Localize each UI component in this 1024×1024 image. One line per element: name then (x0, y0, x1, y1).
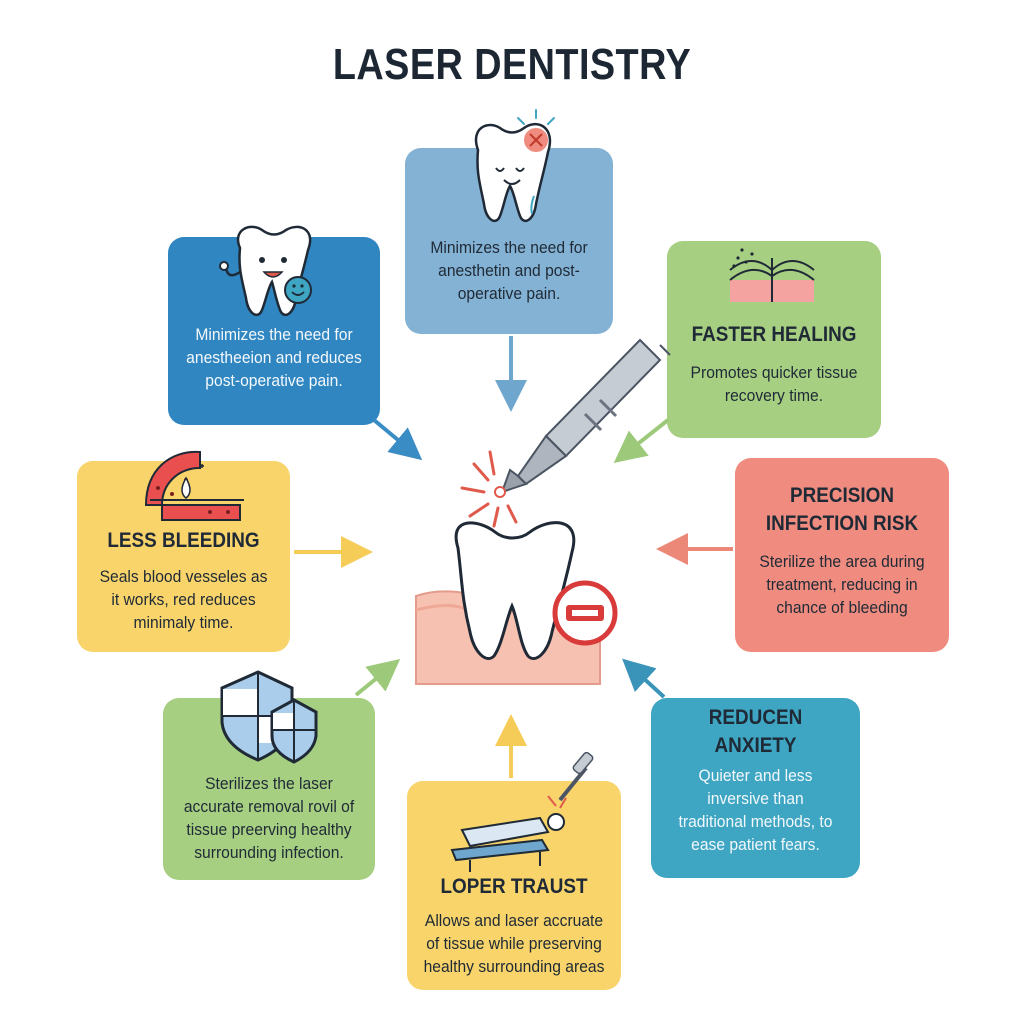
sensitive-tooth-icon (474, 109, 555, 223)
card-loper-heading: LOPER TRAUST (440, 875, 588, 898)
page-title: LASER DENTISTRY (332, 40, 692, 89)
arrow-top-left (372, 418, 423, 461)
card-loper-traust: LOPER TRAUST Allows and laser accruate o… (407, 781, 621, 990)
laser-handpiece-icon (460, 338, 671, 528)
card-precision-heading: PRECISION INFECTION RISK (765, 484, 919, 535)
card-less-bleeding-body: Seals blood vesseles as it works, red re… (99, 567, 268, 632)
card-faster-healing-heading: FASTER HEALING (691, 323, 857, 346)
no-entry-icon (552, 580, 618, 646)
arrow-bottom-left (354, 658, 401, 697)
tissue-healing-icon (729, 248, 815, 302)
arrow-bottom-right (622, 658, 666, 699)
card-faster-healing-body: Promotes quicker tissue recovery time. (690, 363, 858, 405)
card-reduce-anxiety: REDUCEN ANXIETY Quieter and less inversi… (651, 698, 860, 878)
card-less-bleeding-heading: LESS BLEEDING (107, 529, 260, 552)
happy-tooth-icon (219, 225, 312, 317)
card-precision-infection: PRECISION INFECTION RISK Sterilize the a… (735, 458, 949, 652)
patient-chair-icon (450, 751, 594, 872)
arrow-top-right (613, 418, 670, 463)
card-precision-body: Sterilize the area during treatment, red… (759, 552, 925, 617)
card-top-left-body: Minimizes the need for anestheeion and r… (186, 325, 362, 390)
card-sterilizes-body: Sterilizes the laser accurate removal ro… (183, 774, 355, 862)
card-anxiety-heading: REDUCEN ANXIETY (708, 706, 803, 757)
card-loper-body: Allows and laser accruate of tissue whil… (423, 911, 605, 976)
blood-vessel-icon (144, 450, 244, 521)
card-top-body: Minimizes the need for anesthetin and po… (430, 238, 588, 303)
shield-icon (220, 670, 318, 764)
card-anxiety-body: Quieter and less inversive than traditio… (678, 766, 833, 854)
